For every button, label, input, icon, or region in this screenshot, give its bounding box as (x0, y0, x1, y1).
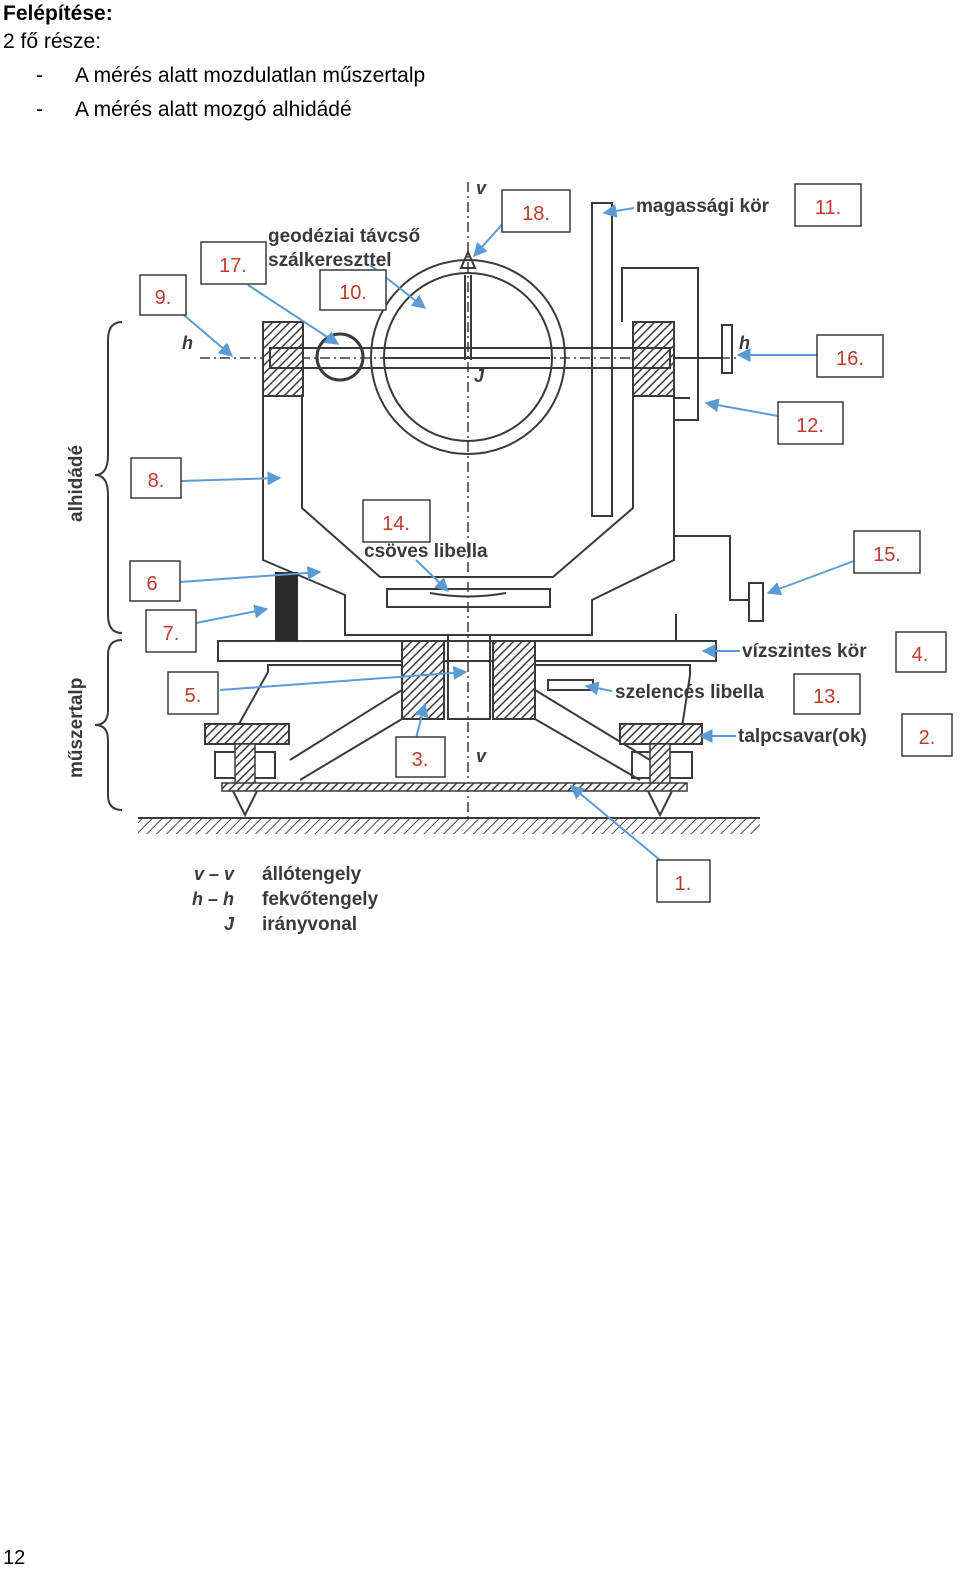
telescope-inner-circle (383, 272, 553, 442)
legend-symbol: v – v (194, 864, 235, 884)
label-telescope-2: szálkereszttel (268, 250, 392, 271)
callout-7: 7. (163, 623, 180, 645)
callout-12: 12. (796, 415, 824, 437)
label-vertical-circle: magassági kör (636, 196, 770, 217)
callout-11: 11. (815, 197, 841, 219)
callout-4: 4. (912, 644, 929, 666)
label-horizontal-circle: vízszintes kör (742, 641, 867, 662)
callout-8: 8. (148, 470, 165, 492)
bullet-dash: - (36, 98, 43, 121)
callout-17: 17. (219, 255, 247, 277)
horizontal-clamp-knob (748, 582, 764, 622)
callout-16: 16. (836, 348, 864, 370)
tube-level (386, 588, 551, 608)
right-bearing (632, 321, 675, 397)
base-label: műszertalp (66, 678, 87, 778)
callout-18: 18. (522, 203, 550, 225)
legend-symbol: h – h (192, 889, 234, 909)
telescope-outer-circle (370, 259, 566, 455)
callout-9: 9. (155, 287, 172, 309)
spindle-left (401, 640, 445, 720)
index-triangle (459, 249, 477, 269)
vertical-circle-housing (621, 267, 699, 421)
bullet-item: - A mérés alatt mozgó alhidádé (0, 98, 600, 124)
axis-v-bottom: v (476, 746, 487, 766)
bullet-dash: - (36, 64, 43, 87)
tribrach-right-arm (535, 664, 691, 741)
label-telescope-1: geodéziai távcső (268, 226, 420, 247)
legend: v – v állótengely h – h fekvőtengely J i… (192, 864, 379, 935)
callout-14: 14. (382, 513, 410, 535)
base-plate (221, 782, 688, 792)
ground-hatch (138, 818, 760, 834)
foot-screw-right-knob (619, 723, 703, 745)
legend-text: irányvonal (262, 914, 357, 935)
legend-text: fekvőtengely (262, 889, 379, 910)
callout-6: 6 (146, 573, 157, 595)
vertical-circle-plate (591, 202, 613, 517)
alhidade-brace (94, 321, 123, 634)
bullet-text: A mérés alatt mozgó alhidádé (75, 98, 352, 121)
legend-text: állótengely (262, 864, 362, 885)
spindle-right (492, 640, 536, 720)
callout-3: 3. (412, 749, 429, 771)
black-column (275, 572, 298, 641)
label-foot-screw: talpcsavar(ok) (738, 726, 867, 747)
horizontal-circle-plate (217, 640, 717, 662)
callout-15: 15. (873, 544, 901, 566)
label-tube-level: csöves libella (364, 541, 488, 562)
axle-clamp (315, 332, 365, 382)
callout-arrows (177, 204, 855, 861)
axis-h-left: h (182, 333, 193, 353)
alhidade-label: alhidádé (66, 445, 87, 522)
horizontal-clamp-arm (674, 535, 748, 601)
callout-1: 1. (675, 873, 692, 895)
section-heading: Felépítése: (3, 2, 113, 25)
circular-level (547, 679, 594, 691)
page-number: 12 (3, 1547, 26, 1569)
axis-h-right: h (739, 333, 750, 353)
callout-2: 2. (919, 727, 936, 749)
foot-screw-left-knob (204, 723, 290, 745)
base-brace (94, 639, 123, 811)
label-circular-level: szelencés libella (615, 682, 764, 703)
section-subheading: 2 fő része: (3, 30, 102, 53)
callout-numbers: 9. 17. 10. 18. 11. 16. 12. 8. 14. 15. 6 … (129, 183, 953, 903)
legend-symbol: J (224, 914, 235, 934)
callout-5: 5. (185, 685, 202, 707)
bullet-item: - A mérés alatt mozdulatlan műszertalp (0, 64, 600, 90)
bullet-text: A mérés alatt mozdulatlan műszertalp (75, 64, 426, 87)
tribrach-left-arm (229, 664, 402, 741)
axis-j: J (474, 366, 485, 386)
alhidade-inner-frame (301, 396, 634, 578)
callout-13: 13. (813, 686, 841, 708)
trunnion-knob (721, 324, 733, 374)
theodolite-diagram: alhidádé műszertalp v v h h J geodéziai … (66, 178, 953, 935)
axis-v-top: v (476, 178, 487, 198)
spindle-core (447, 634, 491, 720)
callout-10: 10. (339, 282, 367, 304)
